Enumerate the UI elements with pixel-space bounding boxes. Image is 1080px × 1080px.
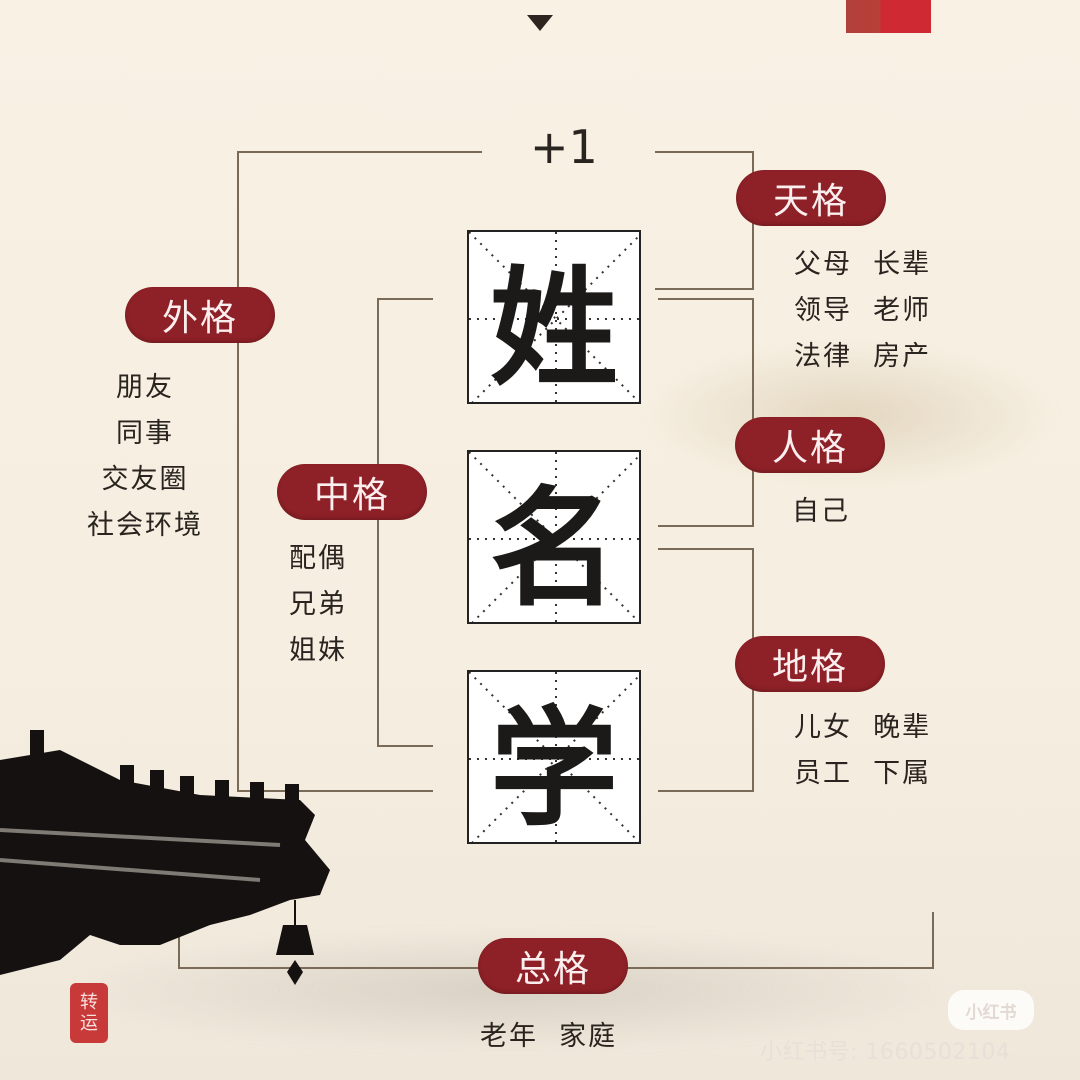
name-char: 姓 bbox=[489, 253, 618, 404]
connector-line bbox=[377, 298, 379, 747]
connector-line bbox=[237, 151, 482, 153]
connector-line bbox=[752, 298, 754, 527]
zong-ge-label: 总格 bbox=[478, 938, 628, 994]
down-arrow-icon bbox=[527, 15, 553, 31]
zong-ge-items: 老年 家庭 bbox=[480, 1014, 617, 1060]
name-char-box-3: 学 bbox=[467, 670, 641, 844]
connector-line bbox=[658, 298, 754, 300]
lucky-seal-stamp: 转 运 bbox=[70, 983, 108, 1043]
name-char-box-1: 姓 bbox=[467, 230, 641, 404]
di-ge-item: 员工 下属 bbox=[794, 758, 932, 789]
connector-line bbox=[625, 967, 934, 969]
zhong-ge-label: 中格 bbox=[277, 464, 427, 520]
tian-ge-item: 父母 长辈 bbox=[794, 249, 932, 280]
zhong-ge-items: 配偶 兄弟 姐妹 bbox=[289, 536, 347, 674]
seal-char: 运 bbox=[80, 1013, 98, 1034]
connector-line bbox=[658, 790, 754, 792]
xiaohongshu-id-watermark: 小红书号: 1660502104 bbox=[760, 1040, 1011, 1065]
wai-ge-items: 朋友 同事 交友圈 社会环境 bbox=[60, 365, 230, 549]
tian-ge-item: 领导 老师 bbox=[794, 295, 932, 326]
name-char-box-2: 名 bbox=[467, 450, 641, 624]
connector-line bbox=[658, 548, 754, 550]
di-ge-label: 地格 bbox=[735, 636, 885, 692]
connector-line bbox=[655, 288, 754, 290]
connector-line bbox=[178, 967, 488, 969]
roof-eave-silhouette bbox=[0, 730, 330, 985]
wai-ge-label: 外格 bbox=[125, 287, 275, 343]
zhong-ge-item: 姐妹 bbox=[289, 635, 347, 666]
connector-line bbox=[237, 151, 239, 792]
tianzige-grid bbox=[469, 672, 639, 842]
tianzige-grid bbox=[469, 452, 639, 622]
zong-ge-item: 老年 家庭 bbox=[480, 1021, 618, 1052]
seal-char: 转 bbox=[80, 992, 98, 1013]
tian-ge-item: 法律 房产 bbox=[794, 341, 932, 372]
name-char: 学 bbox=[489, 693, 618, 844]
di-ge-item: 儿女 晚辈 bbox=[794, 712, 932, 743]
red-banner-block bbox=[846, 0, 931, 33]
connector-line bbox=[932, 912, 934, 969]
zhong-ge-item: 兄弟 bbox=[289, 589, 347, 620]
wai-ge-item: 社会环境 bbox=[87, 510, 203, 541]
tianzige-grid bbox=[469, 232, 639, 402]
connector-line bbox=[377, 298, 433, 300]
ren-ge-label: 人格 bbox=[735, 417, 885, 473]
name-char: 名 bbox=[489, 473, 618, 624]
connector-line bbox=[655, 151, 754, 153]
zhong-ge-item: 配偶 bbox=[289, 543, 347, 574]
connector-line bbox=[658, 525, 754, 527]
plus-one-label: +1 bbox=[530, 120, 598, 174]
ren-ge-items: 自己 bbox=[792, 489, 850, 535]
di-ge-items: 儿女 晚辈 员工 下属 bbox=[794, 705, 931, 797]
tian-ge-items: 父母 长辈 领导 老师 法律 房产 bbox=[794, 242, 931, 380]
wai-ge-item: 朋友 bbox=[116, 372, 174, 403]
xiaohongshu-logo-watermark: 小红书 bbox=[948, 990, 1034, 1030]
wai-ge-item: 同事 bbox=[116, 418, 174, 449]
connector-line bbox=[377, 745, 433, 747]
connector-line bbox=[237, 790, 433, 792]
tian-ge-label: 天格 bbox=[736, 170, 886, 226]
wai-ge-item: 交友圈 bbox=[101, 464, 189, 495]
ren-ge-item: 自己 bbox=[792, 496, 850, 527]
